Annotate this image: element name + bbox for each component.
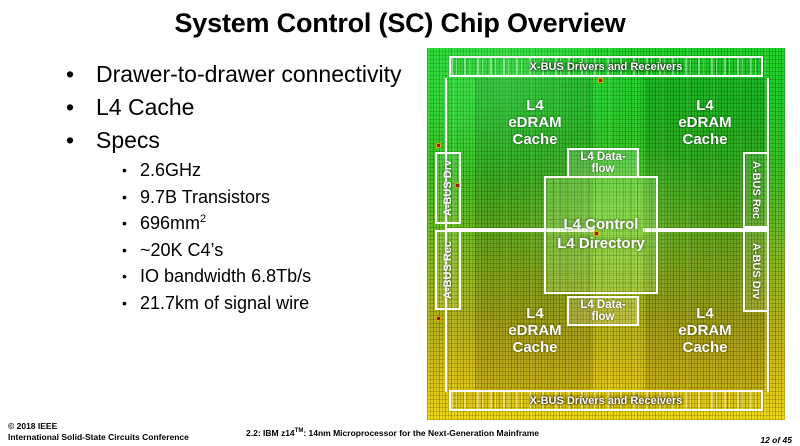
region-label: A-BUS Drv [750, 242, 763, 300]
chip-die-photo: X-BUS Drivers and Receivers X-BUS Driver… [427, 48, 785, 420]
region-abus-drv-left: A-BUS Drv [435, 152, 461, 224]
die-texture-macro [427, 48, 785, 420]
fiducial-mark-left-2 [436, 316, 441, 321]
fiducial-mark-center [594, 231, 599, 236]
region-label: X-BUS Drivers and Receivers [529, 60, 683, 73]
bullet-list: • Drawer-to-drawer connectivity • L4 Cac… [58, 58, 418, 316]
list-item-label: 696mm2 [140, 210, 418, 237]
region-label: L4 Data- flow [580, 150, 626, 175]
die-texture-vertical [427, 48, 785, 420]
outline-bottom-left-cache [445, 230, 595, 392]
list-item-label: Specs [96, 127, 160, 153]
region-abus-drv-right: A-BUS Drv [743, 230, 769, 312]
die-texture-horizontal [427, 48, 785, 420]
outline-top-left-cache [445, 78, 595, 230]
list-item-io-bandwidth: • IO bandwidth 6.8Tb/s [118, 263, 418, 290]
bullet-marker-icon: • [122, 268, 127, 284]
list-item-label: 21.7km of signal wire [140, 292, 310, 313]
list-item-signal-wire: • 21.7km of signal wire [118, 290, 418, 317]
bullet-marker-icon: • [66, 61, 75, 87]
l4-control-texture [546, 178, 656, 292]
bullet-marker-icon: • [122, 294, 127, 311]
xbus-pad-texture-top [451, 58, 761, 75]
region-label: A-BUS Rec [442, 240, 455, 300]
bullet-marker-icon: • [122, 215, 127, 231]
bullet-marker-icon: • [66, 127, 75, 153]
page-title: System Control (SC) Chip Overview [174, 8, 626, 38]
region-abus-rec-right: A-BUS Rec [743, 152, 769, 228]
region-label: L4 Data- flow [580, 298, 626, 323]
quadrant-top-left [475, 78, 593, 230]
fiducial-mark-left [436, 143, 441, 148]
region-l4-dataflow-top: L4 Data- flow [567, 148, 639, 178]
fiducial-mark-top [598, 78, 603, 83]
list-item-c4-count: • ~20K C4’s [118, 237, 418, 264]
paper-prefix: 2.2: IBM z14 [246, 428, 295, 438]
region-xbus-drivers-receivers-top: X-BUS Drivers and Receivers [449, 56, 763, 77]
region-l4-control-directory: L4 Control L4 Directory [544, 176, 658, 294]
region-label: X-BUS Drivers and Receivers [529, 394, 683, 407]
die-area-exponent: 2 [200, 213, 207, 225]
paper-suffix: : 14nm Microprocessor for the Next-Gener… [303, 428, 540, 438]
quadrant-top-right [645, 78, 765, 230]
list-item-drawer-connectivity: • Drawer-to-drawer connectivity [58, 58, 418, 91]
quadrant-bottom-left [475, 230, 593, 390]
list-item-transistors: • 9.7B Transistors [118, 184, 418, 211]
list-item-label: ~20K C4’s [140, 239, 224, 260]
fiducial-mark-abus [455, 183, 460, 188]
list-item-label: IO bandwidth 6.8Tb/s [140, 266, 312, 286]
region-label: L4 Control L4 Directory [557, 216, 645, 252]
list-item-l4-cache: • L4 Cache [58, 91, 418, 124]
list-item-label: 9.7B Transistors [140, 186, 271, 207]
list-item-clock-speed: • 2.6GHz [118, 157, 418, 184]
page-number: 12 of 45 [760, 435, 792, 445]
region-label: A-BUS Rec [750, 160, 763, 220]
list-item-label: L4 Cache [96, 94, 195, 120]
bullet-marker-icon: • [122, 241, 127, 258]
bullet-marker-icon: • [122, 188, 127, 205]
footer-copyright: © 2018 IEEE International Solid-State Ci… [8, 421, 189, 443]
list-item-label: Drawer-to-drawer connectivity [96, 61, 402, 87]
footer-copyright-line1: © 2018 IEEE [8, 421, 58, 431]
trademark-symbol: TM [294, 428, 304, 435]
region-xbus-drivers-receivers-bottom: X-BUS Drivers and Receivers [449, 390, 763, 411]
region-abus-rec-left: A-BUS Rec [435, 230, 461, 310]
footer-copyright-line2: International Solid-State Circuits Confe… [8, 432, 189, 442]
bullet-marker-icon: • [66, 94, 75, 120]
bullet-marker-icon: • [122, 162, 127, 178]
die-sheen-overlay [427, 48, 785, 420]
footer-paper-title: 2.2: IBM z14TM: 14nm Microprocessor for … [246, 428, 539, 438]
list-item-specs: • Specs [58, 124, 418, 157]
region-l4-dataflow-bottom: L4 Data- flow [567, 296, 639, 326]
list-item-die-area: • 696mm2 [118, 210, 418, 237]
list-item-label: 2.6GHz [140, 160, 202, 180]
region-label: A-BUS Drv [442, 159, 455, 217]
xbus-pad-texture-bottom [451, 392, 761, 409]
die-area-value: 696mm [140, 213, 201, 233]
